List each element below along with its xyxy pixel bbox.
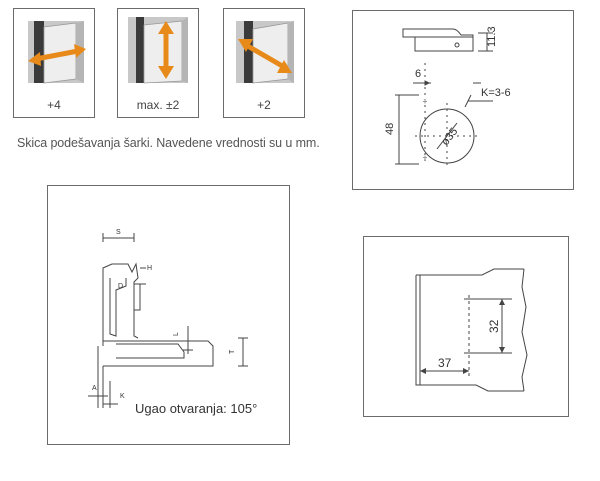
label-t: T <box>229 349 236 354</box>
height-adjust-illustration <box>128 17 188 84</box>
diagram-caption: Skica podešavanja šarki. Navedene vredno… <box>17 136 320 150</box>
plate-k-range: K=3-6 <box>481 87 511 99</box>
arrow-left-right-icon <box>28 44 86 66</box>
label-d: D <box>118 283 123 290</box>
adjustment-panel-side: +2 <box>223 8 305 118</box>
drill-height-value: 32 <box>487 319 501 333</box>
arrow-up-down-icon <box>158 21 174 79</box>
cup-diameter-value: ø35 <box>439 126 460 148</box>
depth-adjust-label: +4 <box>47 98 61 112</box>
side-adjust-label: +2 <box>257 98 271 112</box>
plate-spacing-value: 48 <box>384 123 396 135</box>
adjustment-panel-height: max. ±2 <box>117 8 199 118</box>
drill-distance-value: 37 <box>438 356 452 370</box>
plate-height-value: 11.3 <box>486 26 498 47</box>
opening-angle-text: Ugao otvaranja: 105° <box>135 401 257 416</box>
plate-offset-value: 6 <box>415 68 421 80</box>
label-k: K <box>120 393 125 400</box>
drilling-drawing: 32 37 <box>415 268 528 392</box>
mounting-plate-panel: 11.3 6 K=3-6 ø35 48 <box>352 10 574 190</box>
label-h: H <box>147 265 152 272</box>
drilling-panel: 32 37 <box>363 236 569 417</box>
hinge-section-drawing: S H D L T A K Ugao otvaranja: 105° <box>88 229 257 416</box>
hinge-section-panel: S H D L T A K Ugao otvaranja: 105° <box>47 185 290 445</box>
side-adjust-illustration <box>236 21 294 84</box>
label-a: A <box>92 385 97 392</box>
adjustment-panel-depth: +4 <box>13 8 95 118</box>
height-adjust-label: max. ±2 <box>136 98 180 112</box>
label-s: S <box>116 229 121 236</box>
depth-adjust-illustration <box>28 21 86 84</box>
arrow-diagonal-icon <box>238 39 292 73</box>
mounting-plate-drawing: 11.3 6 K=3-6 ø35 48 <box>384 26 511 169</box>
label-l: L <box>173 332 180 336</box>
